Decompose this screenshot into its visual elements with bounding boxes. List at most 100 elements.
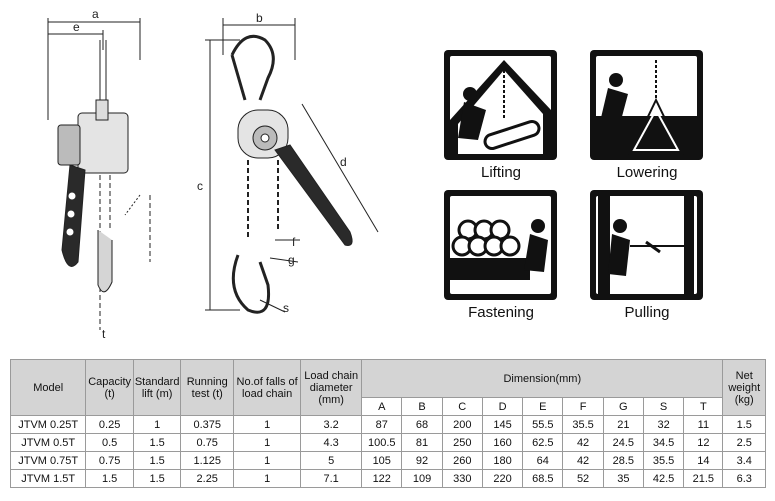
table-cell: 11: [683, 415, 724, 434]
table-cell: 6.3: [722, 469, 766, 488]
table-cell: 34.5: [642, 433, 685, 452]
table-cell: 105: [361, 451, 403, 470]
table-cell: 0.75: [180, 433, 235, 452]
table-cell: 1.5: [132, 469, 182, 488]
header-capacity: Capacity (t): [85, 359, 134, 416]
table-cell: 160: [481, 433, 524, 452]
pulling-label: Pulling: [624, 304, 670, 321]
fastening-label: Fastening: [468, 304, 534, 321]
header-falls: No.of falls of load chain: [233, 359, 302, 416]
table-cell: 145: [481, 415, 524, 434]
table-cell: 200: [441, 415, 483, 434]
dim-label-s: s: [283, 301, 289, 315]
table-cell: 1: [132, 415, 182, 434]
table-cell: 1.5: [132, 433, 182, 452]
dimension-col-g: G: [602, 397, 644, 416]
dim-label-c: c: [197, 179, 203, 193]
header-chain-diameter: Load chain diameter (mm): [300, 359, 363, 416]
lowering-icon: [590, 50, 703, 160]
table-cell: 0.5: [85, 433, 134, 452]
table-cell: 42: [562, 433, 604, 452]
table-cell: JTVM 1.5T: [9, 469, 87, 488]
table-cell: 92: [401, 451, 443, 470]
table-cell: 68.5: [522, 469, 564, 488]
table-cell: 1.5: [722, 415, 766, 434]
table-cell: 35.5: [642, 451, 685, 470]
dim-label-t: t: [102, 327, 106, 341]
dimension-col-f: F: [562, 397, 604, 416]
dim-label-f: f: [292, 235, 296, 249]
lifting-label: Lifting: [480, 164, 522, 181]
pulling-icon: [590, 190, 703, 300]
table-cell: 87: [361, 415, 403, 434]
dim-label-g: g: [288, 253, 295, 267]
dimension-col-a: A: [361, 397, 403, 416]
fastening-icon: [444, 190, 557, 300]
table-cell: 1.125: [180, 451, 235, 470]
lifting-icon: [444, 50, 557, 160]
table-cell: 68: [401, 415, 443, 434]
table-cell: 5: [300, 451, 363, 470]
table-cell: 35: [602, 469, 644, 488]
table-cell: 0.75: [85, 451, 134, 470]
table-cell: 24.5: [602, 433, 644, 452]
table-cell: 0.25: [85, 415, 134, 434]
header-running-test: Running test (t): [180, 359, 235, 416]
table-cell: 42.5: [642, 469, 685, 488]
technical-drawings: a e b c d f g s t: [0, 0, 420, 345]
table-cell: 7.1: [300, 469, 363, 488]
dim-label-d: d: [340, 155, 347, 169]
dimension-col-d: D: [481, 397, 524, 416]
table-cell: 21: [602, 415, 644, 434]
table-cell: JTVM 0.25T: [9, 415, 87, 434]
table-cell: 55.5: [522, 415, 564, 434]
table-cell: 1: [233, 433, 302, 452]
table-cell: JTVM 0.5T: [9, 433, 87, 452]
table-cell: 32: [642, 415, 685, 434]
table-cell: 1: [233, 451, 302, 470]
dim-label-b: b: [256, 11, 263, 25]
lowering-label: Lowering: [616, 164, 678, 181]
dimension-col-b: B: [401, 397, 443, 416]
table-cell: 1: [233, 415, 302, 434]
table-cell: 3.4: [722, 451, 766, 470]
table-cell: 52: [562, 469, 604, 488]
table-cell: 330: [441, 469, 483, 488]
dimension-col-t: T: [683, 397, 724, 416]
table-cell: 250: [441, 433, 483, 452]
table-cell: 35.5: [562, 415, 604, 434]
table-cell: 4.3: [300, 433, 363, 452]
table-cell: 21.5: [683, 469, 724, 488]
table-cell: 0.375: [180, 415, 235, 434]
table-cell: 109: [401, 469, 443, 488]
table-cell: 28.5: [602, 451, 644, 470]
hoist-drawing: a e b c d f g s t: [47, 7, 379, 341]
table-cell: 42: [562, 451, 604, 470]
table-cell: 2.5: [722, 433, 766, 452]
table-cell: 1.5: [132, 451, 182, 470]
dimension-col-c: C: [441, 397, 483, 416]
table-cell: 1: [233, 469, 302, 488]
table-cell: 3.2: [300, 415, 363, 434]
table-cell: 100.5: [361, 433, 403, 452]
table-cell: 1.5: [85, 469, 134, 488]
header-standard-lift: Standard lift (m): [132, 359, 182, 416]
header-net-weight: Net weight (kg): [722, 359, 766, 416]
dimension-col-e: E: [522, 397, 564, 416]
table-cell: 180: [481, 451, 524, 470]
table-cell: 122: [361, 469, 403, 488]
table-cell: 220: [481, 469, 524, 488]
dim-label-a: a: [92, 7, 99, 21]
table-cell: 14: [683, 451, 724, 470]
specification-table: Model Capacity (t) Standard lift (m) Run…: [9, 359, 766, 488]
table-cell: 62.5: [522, 433, 564, 452]
table-cell: 64: [522, 451, 564, 470]
header-dimension: Dimension(mm): [361, 359, 724, 398]
header-model: Model: [9, 359, 87, 416]
table-cell: JTVM 0.75T: [9, 451, 87, 470]
